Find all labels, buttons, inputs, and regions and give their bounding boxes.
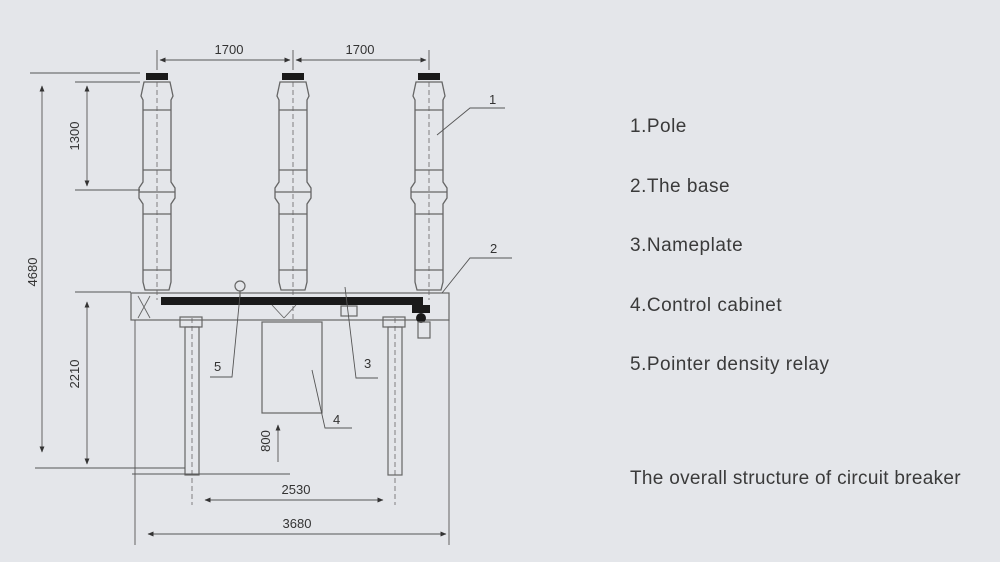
callout-relay: 5	[214, 359, 221, 374]
callout-nameplate: 3	[364, 356, 371, 371]
support-legs	[179, 316, 406, 505]
density-relay	[234, 280, 246, 297]
legend-item-control-cabinet: 4.Control cabinet	[630, 294, 783, 316]
dim-leg-spacing: 2530	[282, 482, 311, 497]
dim-pole-spacing-left: 1700	[215, 42, 244, 57]
dim-base-height: 2210	[67, 360, 82, 389]
control-cabinet	[261, 321, 323, 414]
figure-caption: The overall structure of circuit breaker	[630, 468, 961, 489]
dim-cabinet-height: 800	[258, 430, 273, 452]
dim-insulator-height: 1300	[67, 122, 82, 151]
dimension-lines	[30, 50, 450, 545]
dim-pole-spacing-right: 1700	[346, 42, 375, 57]
circuit-breaker-drawing: 1700 1700 1300 4680 2210 800 2530 3680 1…	[25, 42, 512, 545]
leader-lines	[210, 107, 512, 429]
callout-cabinet: 4	[333, 412, 340, 427]
legend-item-base: 2.The base	[630, 175, 731, 197]
component-legend: 1.Pole 2.The base 3.Nameplate 4.Control …	[630, 112, 830, 410]
base-frame	[130, 292, 450, 339]
pole-right	[410, 73, 448, 300]
pole-left	[138, 73, 176, 300]
pole-center	[274, 73, 312, 320]
callout-base: 2	[490, 241, 497, 256]
legend-item-density-relay: 5.Pointer density relay	[630, 354, 830, 375]
base-plate	[161, 297, 423, 305]
dim-total-height: 4680	[25, 258, 40, 287]
legend-item-nameplate: 3.Nameplate	[630, 235, 744, 256]
legend-item-pole: 1.Pole	[630, 116, 687, 137]
dim-overall-width: 3680	[283, 516, 312, 531]
callout-pole: 1	[489, 92, 496, 107]
